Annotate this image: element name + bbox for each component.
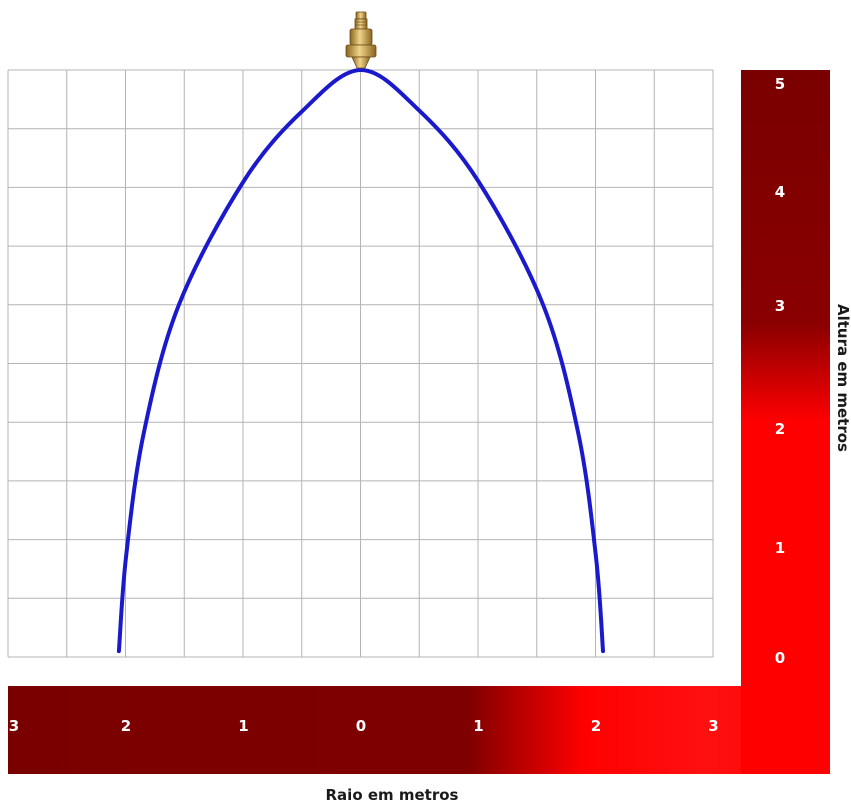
y-axis-bar bbox=[741, 70, 830, 774]
nozzle-icon bbox=[345, 11, 377, 69]
y-tick-label: 2 bbox=[775, 420, 785, 438]
y-tick-labels: 5 4 3 2 1 0 bbox=[775, 75, 785, 667]
y-axis-title: Altura em metros bbox=[834, 304, 851, 452]
grid bbox=[7, 69, 714, 658]
spray-curve bbox=[116, 68, 605, 654]
x-tick-label: 2 bbox=[591, 717, 601, 735]
y-tick-label: 3 bbox=[775, 297, 785, 315]
x-axis-bar bbox=[8, 686, 830, 774]
y-tick-label: 0 bbox=[775, 649, 785, 667]
x-tick-label: 2 bbox=[121, 717, 131, 735]
x-tick-label: 0 bbox=[356, 717, 366, 735]
x-tick-label: 1 bbox=[473, 717, 483, 735]
x-tick-labels: 3 2 1 0 1 2 3 bbox=[9, 717, 719, 735]
x-tick-label: 1 bbox=[238, 717, 248, 735]
x-tick-label: 3 bbox=[9, 717, 19, 735]
x-axis-title: Raio em metros bbox=[326, 786, 459, 804]
y-tick-label: 4 bbox=[775, 183, 785, 201]
y-tick-label: 1 bbox=[775, 539, 785, 557]
x-tick-label: 3 bbox=[708, 717, 718, 735]
y-tick-label: 5 bbox=[775, 75, 785, 93]
